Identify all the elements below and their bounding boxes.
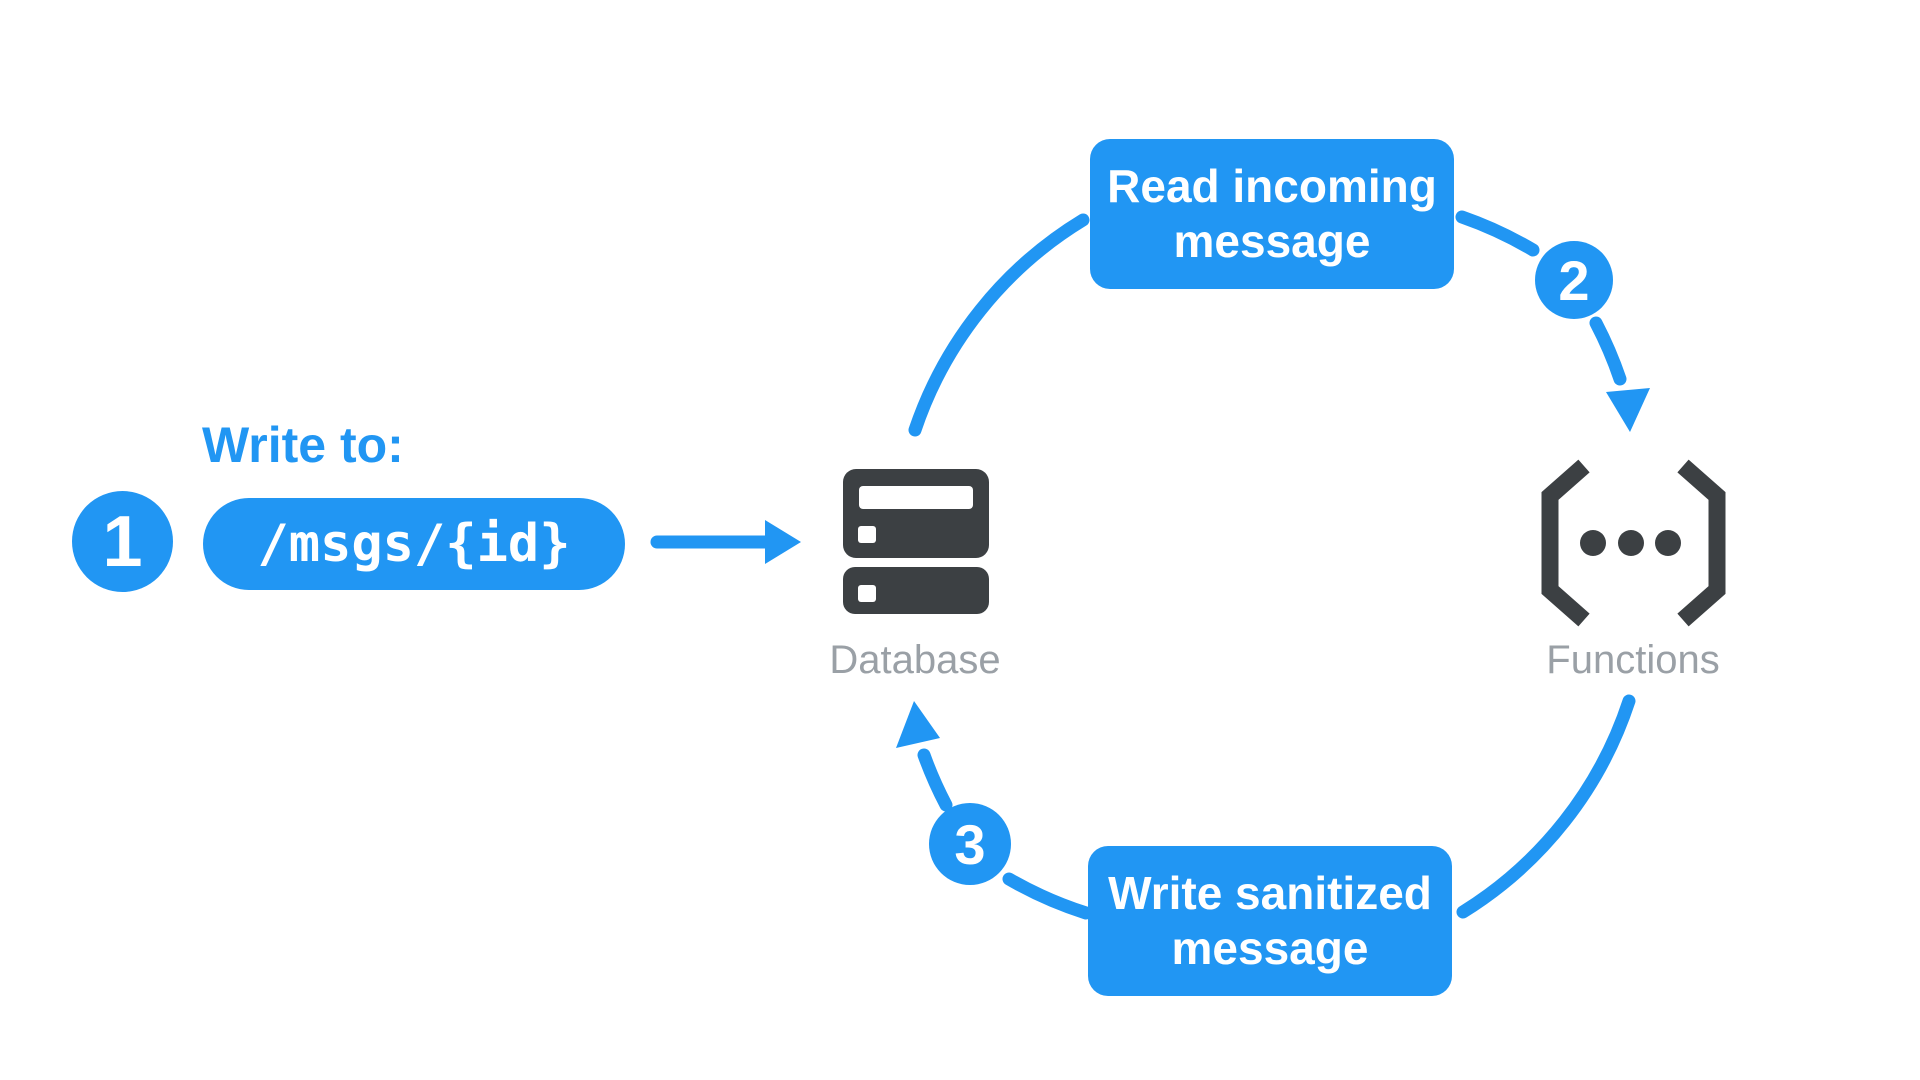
step-badge-2: 2 — [1535, 241, 1613, 319]
arrowhead-right-icon — [765, 520, 801, 564]
step-number: 1 — [102, 501, 143, 582]
read-box-line1: Read incoming — [1107, 160, 1437, 212]
step-number: 2 — [1558, 248, 1590, 312]
arc-write-box-to-badge3 — [1002, 872, 1093, 920]
step-number: 3 — [954, 812, 986, 876]
database-label: Database — [829, 638, 1001, 682]
step-badge-1: 1 — [72, 491, 173, 592]
write-to-label: Write to: — [202, 417, 404, 473]
step-badge-3: 3 — [929, 803, 1011, 885]
arrowhead-up-icon — [896, 701, 940, 748]
write-box-line1: Write sanitized — [1108, 867, 1432, 919]
arc-read-box-to-badge2 — [1455, 210, 1540, 257]
functions-label: Functions — [1546, 638, 1720, 682]
arrowhead-down-icon — [1606, 388, 1650, 432]
read-box-line2: message — [1173, 215, 1371, 267]
arc-badge2-to-functions — [1589, 316, 1627, 386]
read-incoming-message-box: Read incoming message — [1090, 139, 1454, 289]
database-path-text: /msgs/{id} — [257, 514, 571, 574]
database-server-icon — [843, 469, 989, 614]
write-box-line2: message — [1171, 922, 1369, 974]
write-sanitized-message-box: Write sanitized message — [1088, 846, 1452, 996]
arc-badge3-to-database — [917, 748, 953, 812]
arc-functions-to-write-box — [1456, 694, 1636, 919]
code-brackets-icon — [1541, 459, 1726, 627]
arc-database-to-read-box — [908, 213, 1090, 437]
database-path-pill: /msgs/{id} — [203, 498, 625, 590]
